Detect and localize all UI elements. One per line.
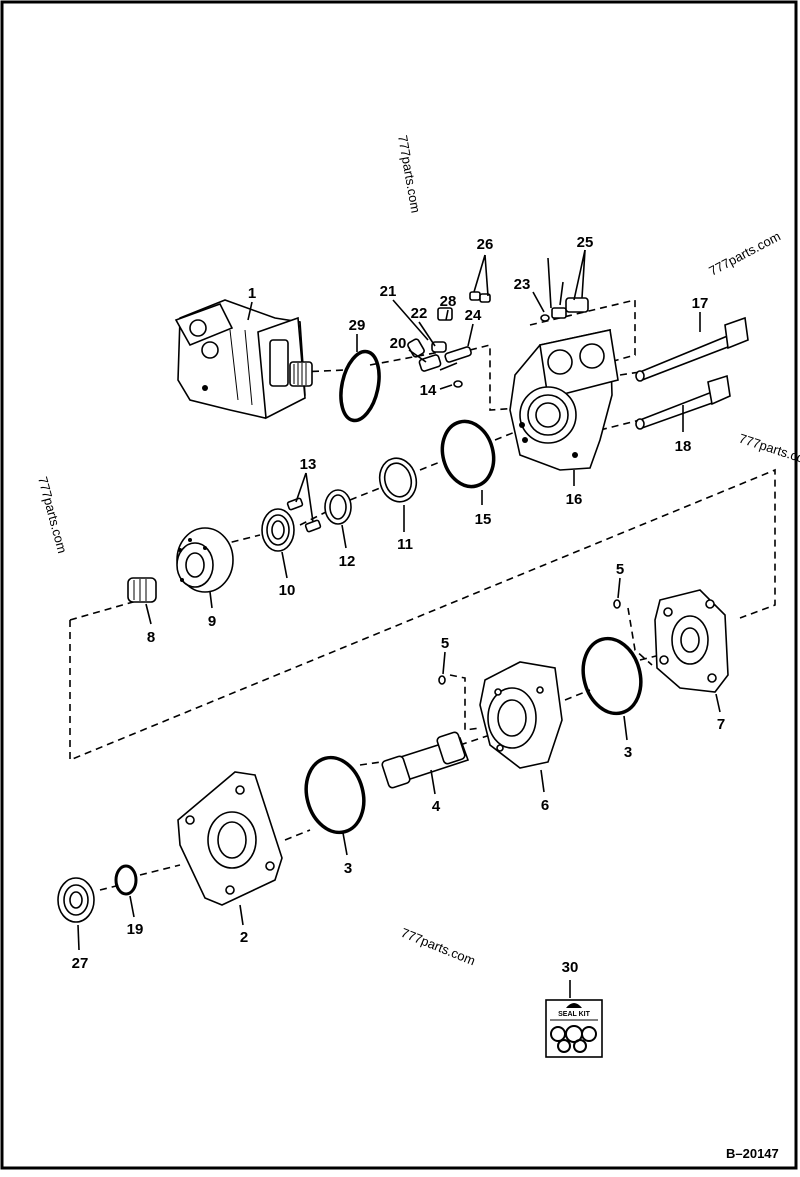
- callout-3: 3: [624, 744, 632, 761]
- part-9-gear: [176, 527, 234, 593]
- callout-30: 30: [562, 959, 579, 976]
- callout-6: 6: [541, 797, 549, 814]
- callout-13: 13: [300, 456, 317, 473]
- part-29-o-ring: [339, 349, 381, 423]
- callout-14: 14: [420, 382, 437, 399]
- part-4-shaft: [381, 731, 470, 789]
- callout-16: 16: [566, 491, 583, 508]
- callout-17: 17: [692, 295, 709, 312]
- callouts: 1 29 21 22 28 26 23 25 24 20 14 17 13 18…: [72, 234, 726, 976]
- part-16-housing: [509, 329, 619, 471]
- callout-22: 22: [411, 305, 428, 322]
- part-1-motor: [174, 299, 313, 420]
- callout-9: 9: [208, 613, 216, 630]
- callout-12: 12: [339, 553, 356, 570]
- callout-27: 27: [72, 955, 89, 972]
- part-2-flange: [177, 771, 283, 906]
- callout-7: 7: [717, 716, 725, 733]
- part-10-bearing: [261, 508, 295, 552]
- callout-21: 21: [380, 283, 397, 300]
- part-5-o-ring: [613, 599, 621, 609]
- watermark: 777parts.com: [399, 925, 478, 968]
- part-30-seal-kit: SEAL KIT: [545, 999, 603, 1058]
- seal-kit-label: SEAL KIT: [558, 1011, 590, 1018]
- callout-25: 25: [577, 234, 594, 251]
- part-18-bolt: [635, 374, 731, 430]
- callout-19: 19: [127, 921, 144, 938]
- callout-11: 11: [397, 536, 413, 553]
- part-3-o-ring: [581, 636, 643, 716]
- callout-5: 5: [441, 635, 449, 652]
- callout-23: 23: [514, 276, 531, 293]
- callout-3: 3: [344, 860, 352, 877]
- callout-28: 28: [440, 293, 457, 310]
- callout-26: 26: [477, 236, 494, 253]
- part-5-o-ring: [438, 675, 446, 685]
- part-13-springs: [286, 497, 322, 533]
- watermark: 777parts.com: [35, 475, 70, 555]
- part-7-end-cap: [654, 589, 729, 693]
- callout-8: 8: [147, 629, 155, 646]
- part-27-seal: [57, 877, 95, 923]
- part-3-o-ring: [304, 755, 366, 835]
- watermark: 777parts.com: [706, 228, 783, 278]
- watermark: 777parts.com: [395, 134, 423, 214]
- callout-20: 20: [390, 335, 407, 352]
- callout-15: 15: [475, 511, 492, 528]
- reference-code: B–20147: [726, 1146, 779, 1161]
- part-19-snap-ring: [114, 864, 138, 896]
- callout-5: 5: [616, 561, 624, 578]
- part-15-o-ring: [440, 419, 496, 489]
- callout-29: 29: [349, 317, 366, 334]
- watermark: 777parts.com: [737, 431, 800, 470]
- callout-10: 10: [279, 582, 296, 599]
- part-17-bolt: [635, 316, 749, 382]
- callout-18: 18: [675, 438, 692, 455]
- part-12-washer: [324, 489, 352, 525]
- part-6-gerotor: [479, 661, 563, 769]
- callout-1: 1: [248, 285, 256, 302]
- part-8-coupling: [127, 577, 157, 603]
- part-11-ring: [378, 457, 418, 503]
- callout-4: 4: [432, 798, 441, 815]
- callout-24: 24: [465, 307, 482, 324]
- leader-lines: [77, 249, 721, 998]
- callout-2: 2: [240, 929, 248, 946]
